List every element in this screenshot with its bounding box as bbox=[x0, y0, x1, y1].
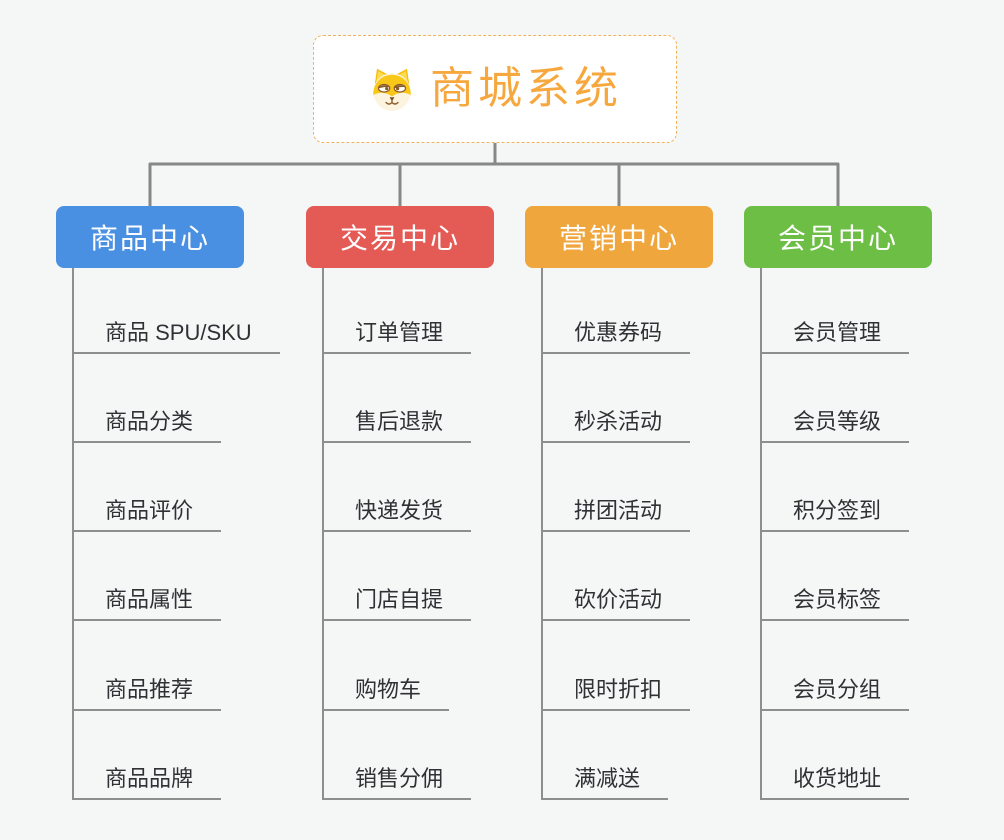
branch-connector-spine bbox=[322, 268, 324, 800]
leaf-label: 会员标签 bbox=[793, 587, 882, 612]
leaf-node[interactable]: 满减送 bbox=[541, 752, 669, 800]
leaf-node[interactable]: 门店自提 bbox=[322, 573, 472, 621]
leaf-label: 商品属性 bbox=[105, 587, 194, 612]
leaf-label: 商品评价 bbox=[105, 498, 194, 523]
leaf-label: 限时折扣 bbox=[574, 677, 663, 702]
branch-connector-spine bbox=[541, 268, 543, 800]
leaf-label: 门店自提 bbox=[355, 587, 444, 612]
leaf-label: 秒杀活动 bbox=[574, 409, 663, 434]
leaf-label: 快递发货 bbox=[355, 498, 444, 523]
leaf-label: 商品品牌 bbox=[105, 766, 194, 791]
leaf-node[interactable]: 销售分佣 bbox=[322, 752, 472, 800]
leaf-node[interactable]: 商品分类 bbox=[72, 395, 222, 443]
leaf-label: 会员分组 bbox=[793, 677, 882, 702]
leaf-node[interactable]: 收货地址 bbox=[760, 752, 910, 800]
leaf-label: 会员等级 bbox=[793, 409, 882, 434]
leaf-label: 积分签到 bbox=[793, 498, 882, 523]
leaf-label: 拼团活动 bbox=[574, 498, 663, 523]
leaf-node[interactable]: 购物车 bbox=[322, 663, 450, 711]
branch-connector-spine bbox=[760, 268, 762, 800]
leaf-node[interactable]: 砍价活动 bbox=[541, 573, 691, 621]
branch-header-1[interactable]: 商品中心 bbox=[56, 206, 244, 268]
branch-label: 营销中心 bbox=[558, 223, 679, 254]
leaf-node[interactable]: 限时折扣 bbox=[541, 663, 691, 711]
leaf-node[interactable]: 秒杀活动 bbox=[541, 395, 691, 443]
leaf-node[interactable]: 商品品牌 bbox=[72, 752, 222, 800]
leaf-node[interactable]: 商品评价 bbox=[72, 484, 222, 532]
leaf-node[interactable]: 拼团活动 bbox=[541, 484, 691, 532]
branch-label: 交易中心 bbox=[339, 223, 460, 254]
branch-label: 商品中心 bbox=[89, 223, 210, 254]
leaf-label: 订单管理 bbox=[355, 320, 444, 345]
leaf-label: 满减送 bbox=[574, 766, 641, 791]
leaf-label: 购物车 bbox=[355, 677, 422, 702]
leaf-node[interactable]: 会员分组 bbox=[760, 663, 910, 711]
leaf-node[interactable]: 优惠券码 bbox=[541, 306, 691, 354]
leaf-node[interactable]: 售后退款 bbox=[322, 395, 472, 443]
leaf-label: 商品分类 bbox=[105, 409, 194, 434]
leaf-node[interactable]: 会员管理 bbox=[760, 306, 910, 354]
leaf-node[interactable]: 商品 SPU/SKU bbox=[72, 306, 280, 354]
root-title: 商城系统 bbox=[430, 64, 622, 113]
leaf-label: 销售分佣 bbox=[355, 766, 444, 791]
leaf-node[interactable]: 快递发货 bbox=[322, 484, 472, 532]
leaf-node[interactable]: 会员等级 bbox=[760, 395, 910, 443]
branch-label: 会员中心 bbox=[777, 223, 898, 254]
dog-face-icon bbox=[368, 65, 416, 113]
branch-header-4[interactable]: 会员中心 bbox=[744, 206, 932, 268]
leaf-node[interactable]: 商品推荐 bbox=[72, 663, 222, 711]
leaf-node[interactable]: 积分签到 bbox=[760, 484, 910, 532]
branch-connector-spine bbox=[72, 268, 74, 800]
leaf-node[interactable]: 订单管理 bbox=[322, 306, 472, 354]
root-node[interactable]: 商城系统 bbox=[313, 35, 677, 143]
leaf-label: 会员管理 bbox=[793, 320, 882, 345]
leaf-node[interactable]: 会员标签 bbox=[760, 573, 910, 621]
leaf-label: 商品 SPU/SKU bbox=[105, 320, 252, 345]
leaf-label: 砍价活动 bbox=[574, 587, 663, 612]
leaf-label: 优惠券码 bbox=[574, 320, 663, 345]
branch-header-3[interactable]: 营销中心 bbox=[525, 206, 713, 268]
leaf-node[interactable]: 商品属性 bbox=[72, 573, 222, 621]
branch-header-2[interactable]: 交易中心 bbox=[306, 206, 494, 268]
leaf-label: 商品推荐 bbox=[105, 677, 194, 702]
leaf-label: 收货地址 bbox=[793, 766, 882, 791]
leaf-label: 售后退款 bbox=[355, 409, 444, 434]
